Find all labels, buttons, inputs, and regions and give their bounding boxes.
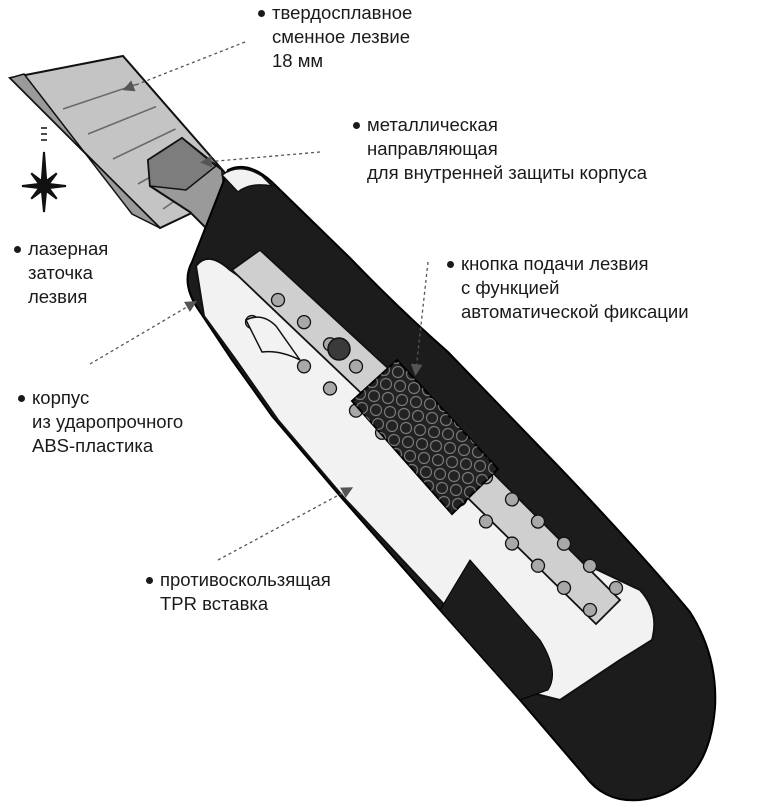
bullet-dot xyxy=(18,395,25,402)
laser-star-icon xyxy=(22,128,66,212)
grip-dot xyxy=(489,367,500,378)
leader-abs-body xyxy=(90,304,192,364)
callout-line: TPR вставка xyxy=(160,592,331,616)
rail-hole xyxy=(480,515,493,528)
callout-line: направляющая xyxy=(367,137,647,161)
grip-dot xyxy=(475,365,486,376)
callout-line: лезвия xyxy=(28,285,108,309)
callout-line: автоматической фиксации xyxy=(461,300,689,324)
callout-line: противоскользящая xyxy=(160,568,331,592)
body-rivet xyxy=(328,338,350,360)
callout-line: 18 мм xyxy=(272,49,412,73)
callout-carbide-blade: твердосплавное сменное лезвие 18 мм xyxy=(272,1,412,73)
callout-line: с функцией xyxy=(461,276,689,300)
leader-tpr-insert xyxy=(218,490,348,560)
rail-hole xyxy=(558,537,571,550)
callout-line: заточка xyxy=(28,261,108,285)
rail-hole xyxy=(584,604,597,617)
rail-hole xyxy=(532,515,545,528)
callout-line: ABS-пластика xyxy=(32,434,183,458)
bullet-dot xyxy=(258,10,265,17)
callout-line: для внутренней защиты корпуса xyxy=(367,161,647,185)
bullet-dot xyxy=(447,261,454,268)
callout-metal-guide: металлическая направляющая для внутренне… xyxy=(367,113,647,185)
bullet-dot xyxy=(353,122,360,129)
rail-hole xyxy=(558,581,571,594)
callout-tpr-insert: противоскользящая TPR вставка xyxy=(160,568,331,616)
callout-line: из ударопрочного xyxy=(32,410,183,434)
rail-hole xyxy=(350,360,363,373)
rail-hole xyxy=(298,316,311,329)
callout-abs-body: корпус из ударопрочного ABS-пластика xyxy=(32,386,183,458)
callout-line: твердосплавное xyxy=(272,1,412,25)
rail-hole xyxy=(324,382,337,395)
callout-line: корпус xyxy=(32,386,183,410)
callout-laser-sharpening: лазерная заточка лезвия xyxy=(28,237,108,309)
callout-line: кнопка подачи лезвия xyxy=(461,252,689,276)
rail-hole xyxy=(532,559,545,572)
bullet-dot xyxy=(14,246,21,253)
leader-metal-guide xyxy=(206,152,320,162)
rail-hole xyxy=(506,493,519,506)
rail-hole xyxy=(584,559,597,572)
callout-line: лазерная xyxy=(28,237,108,261)
bullet-dot xyxy=(146,577,153,584)
rail-hole xyxy=(610,582,623,595)
callout-feed-button: кнопка подачи лезвия с функцией автомати… xyxy=(461,252,689,324)
rail-hole xyxy=(506,537,519,550)
grip-dot xyxy=(491,381,502,392)
rail-hole xyxy=(298,360,311,373)
rail-hole xyxy=(272,294,285,307)
callout-line: металлическая xyxy=(367,113,647,137)
callout-line: сменное лезвие xyxy=(272,25,412,49)
